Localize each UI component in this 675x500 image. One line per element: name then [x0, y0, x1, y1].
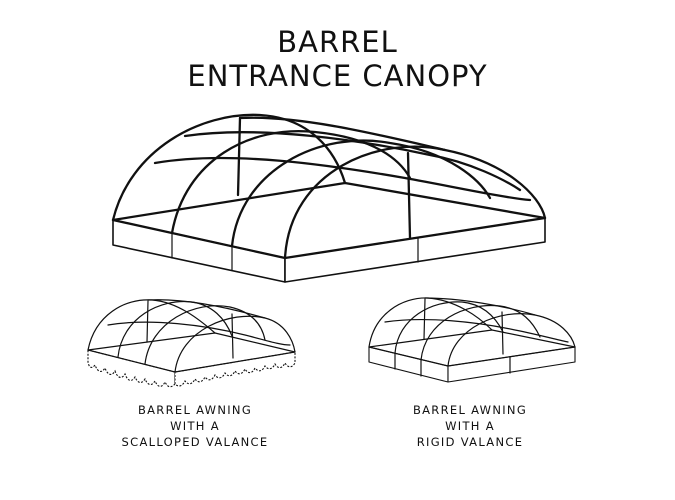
rigid-arch-front	[447, 313, 576, 367]
caption-line: RIGID VALANCE	[416, 435, 524, 449]
large-canopy-ridge-member	[238, 116, 447, 152]
caption-line: SCALLOPED VALANCE	[121, 435, 269, 449]
large-canopy-arch-back	[111, 113, 347, 222]
large-canopy-post	[236, 116, 242, 197]
rigid-side-member	[384, 318, 569, 343]
caption-line: WITH A	[445, 419, 495, 433]
scalloped-post	[146, 300, 149, 343]
rigid-post	[501, 311, 504, 355]
rigid-awning	[368, 297, 576, 383]
rigid-ridge	[424, 297, 536, 316]
large-canopy-post	[406, 151, 412, 240]
scalloped-awning	[87, 299, 296, 388]
rigid-valance-side	[447, 346, 576, 383]
rigid-awning-caption: BARREL AWNING WITH A RIGID VALANCE	[345, 402, 595, 450]
scalloped-side-member	[107, 321, 291, 346]
large-canopy	[111, 113, 547, 283]
large-canopy-upper-member	[183, 131, 522, 192]
scalloped-ridge	[147, 299, 266, 319]
scalloped-awning-caption: BARREL AWNING WITH A SCALLOPED VALANCE	[70, 402, 320, 450]
caption-line: WITH A	[170, 419, 220, 433]
rigid-valance-front	[368, 346, 449, 383]
caption-line: BARREL AWNING	[137, 403, 253, 417]
scalloped-arch-3	[117, 300, 233, 358]
large-canopy-arch-3	[170, 130, 412, 235]
scalloped-arch-front	[174, 315, 296, 373]
scalloped-post	[231, 313, 234, 359]
rigid-arch-3	[394, 301, 504, 354]
large-canopy-side-valance	[284, 217, 546, 283]
scalloped-valance-front	[87, 349, 176, 388]
large-canopy-front-valance	[112, 219, 286, 283]
large-canopy-arch-2	[230, 139, 492, 248]
diagram-title-line-2: ENTRANCE CANOPY	[187, 59, 488, 93]
large-canopy-side-member	[153, 156, 532, 202]
caption-line: BARREL AWNING	[412, 403, 528, 417]
diagram-title-line-1: BARREL	[277, 25, 398, 59]
scalloped-arch-2	[144, 305, 266, 365]
rigid-post	[423, 298, 426, 340]
scalloped-valance-side	[174, 351, 296, 387]
